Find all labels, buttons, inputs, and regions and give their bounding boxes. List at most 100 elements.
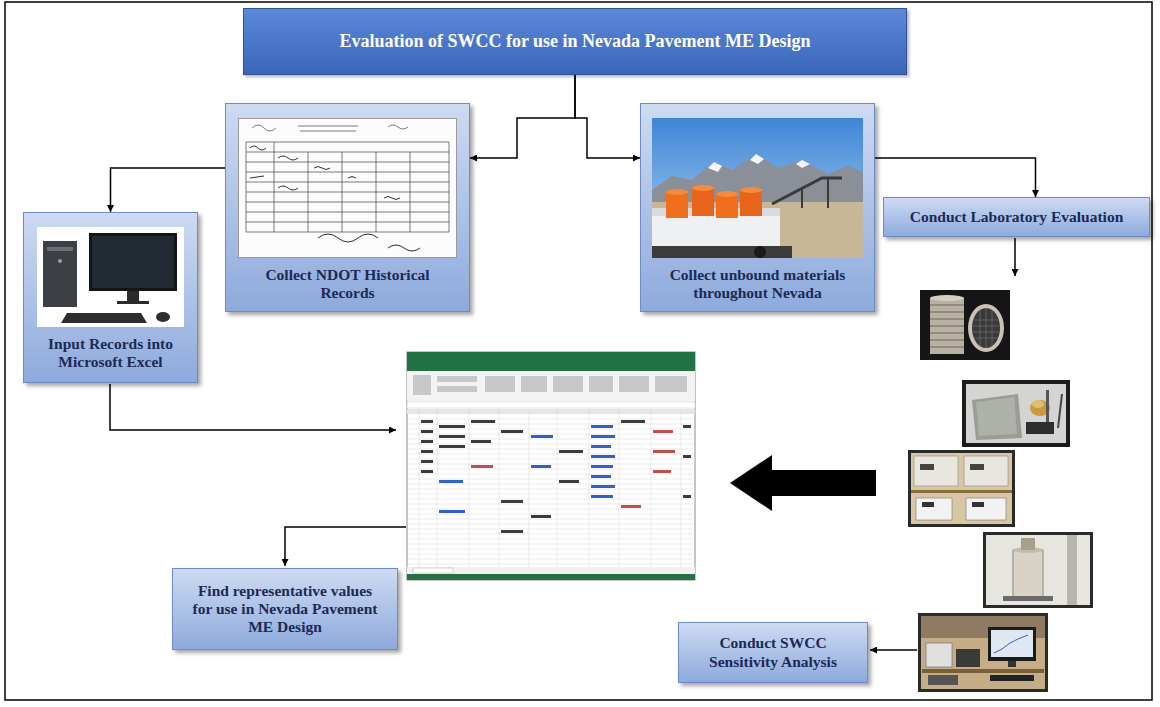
spreadsheet-picture-part-part xyxy=(407,534,695,535)
form-picture-part-part xyxy=(246,202,449,203)
computer-picture-part xyxy=(92,236,174,288)
spreadsheet-picture xyxy=(407,352,695,580)
truck-photo-part xyxy=(796,160,810,168)
specimen-photo xyxy=(983,532,1093,608)
form-picture-part-part xyxy=(384,197,400,200)
spreadsheet-picture-part-part xyxy=(407,479,695,480)
sieve-photo-part-part xyxy=(992,310,993,346)
spreadsheet-picture-part xyxy=(407,574,695,580)
truck-photo-part xyxy=(666,189,688,195)
spreadsheet-picture-part-part xyxy=(651,409,652,567)
spreadsheet-picture-part-part xyxy=(407,564,695,565)
liquid-limit-photo-part xyxy=(1032,400,1044,408)
spreadsheet-picture-part-part xyxy=(407,549,695,550)
computer-picture-part xyxy=(58,259,62,263)
spreadsheet-picture-part-part xyxy=(653,470,671,473)
truck-photo-part xyxy=(708,162,722,172)
spreadsheet-picture-part-part xyxy=(619,409,620,567)
swcc-apparatus-photo-part xyxy=(990,675,1034,681)
spreadsheet-picture-part-part xyxy=(407,489,695,490)
spreadsheet-picture-part xyxy=(407,352,695,363)
form-picture-part-part xyxy=(246,232,449,233)
spreadsheet-picture-part-part xyxy=(407,494,695,495)
process-box: Conduct Laboratory Evaluation xyxy=(883,197,1150,237)
computer-picture-part xyxy=(47,247,73,251)
spreadsheet-picture-part-part xyxy=(413,375,431,395)
swcc-apparatus-photo-part xyxy=(994,635,1028,653)
truck-photo-part xyxy=(652,118,863,258)
liquid-limit-photo-part xyxy=(976,397,1017,436)
liquid-limit-photo-part xyxy=(1058,394,1062,428)
spreadsheet-picture-part-part xyxy=(407,429,695,430)
spreadsheet-picture-part-part xyxy=(531,435,553,438)
outer-frame xyxy=(5,2,1152,700)
sieve-photo-part-part xyxy=(930,339,964,340)
form-picture-part-part xyxy=(278,186,298,190)
lab-equipment-photo-part xyxy=(911,490,1012,493)
spreadsheet-picture-part-part xyxy=(471,420,495,423)
specimen-photo-part xyxy=(983,532,1093,608)
truck-photo-part xyxy=(754,246,766,258)
sieve-photo-part-part xyxy=(986,308,987,348)
liquid-limit-photo-part xyxy=(962,380,1070,447)
process-panel: Collect NDOT Historical Records xyxy=(225,103,470,312)
spreadsheet-picture-part-part xyxy=(499,409,500,567)
form-picture-part-part xyxy=(246,142,449,143)
flow-arrow xyxy=(875,158,1036,197)
spreadsheet-picture-part-part xyxy=(591,465,613,468)
truck-photo-part xyxy=(740,187,762,193)
form-picture-part-part xyxy=(252,125,276,131)
spreadsheet-picture-part xyxy=(407,409,695,567)
big-arrow xyxy=(730,455,876,511)
specimen-photo-part xyxy=(1067,535,1077,605)
flow-arrow xyxy=(111,168,226,212)
liquid-limit-photo xyxy=(962,380,1070,447)
spreadsheet-picture-part-part xyxy=(407,424,695,425)
spreadsheet-picture-part-part xyxy=(653,430,673,433)
truck-photo-part xyxy=(750,154,764,164)
spreadsheet-picture-part-part xyxy=(439,480,463,483)
form-picture xyxy=(238,118,457,258)
spreadsheet-picture-part-part xyxy=(419,409,420,567)
spreadsheet-picture-part-part xyxy=(407,459,695,460)
spreadsheet-picture-part-part xyxy=(407,474,695,475)
spreadsheet-picture-part-part xyxy=(439,510,465,513)
spreadsheet-picture-part xyxy=(471,430,675,508)
truck-photo-part xyxy=(692,188,714,216)
form-picture-part-part xyxy=(246,182,449,183)
specimen-photo-part xyxy=(986,535,1090,605)
computer-picture-part xyxy=(156,312,170,322)
spreadsheet-picture-part-part xyxy=(407,469,695,470)
form-picture-part-part xyxy=(246,152,449,153)
spreadsheet-picture-part-part xyxy=(589,376,613,392)
form-picture-part-part xyxy=(388,125,408,129)
sieve-photo-part-part xyxy=(930,332,964,333)
swcc-apparatus-photo-part xyxy=(922,669,1044,673)
sieve-photo-part xyxy=(972,308,1000,348)
lab-equipment-photo-part xyxy=(911,453,1012,524)
sieve-photo-part xyxy=(973,308,999,348)
spreadsheet-picture-part-part xyxy=(655,376,687,392)
truck-photo-part xyxy=(716,191,738,197)
spreadsheet-picture-part xyxy=(407,409,695,414)
node-label: Collect unbound materials throughout Nev… xyxy=(658,266,858,303)
truck-photo xyxy=(652,118,863,258)
picture-arrow-part xyxy=(110,384,396,430)
sieve-photo-part xyxy=(930,298,964,354)
spreadsheet-picture-part-part xyxy=(683,495,691,498)
truck-photo-part xyxy=(692,185,714,191)
form-picture-part-part xyxy=(298,126,358,127)
spreadsheet-picture-part-part xyxy=(407,539,695,540)
truck-photo-part xyxy=(666,192,688,218)
spreadsheet-picture-part-part xyxy=(553,376,583,392)
form-picture-part-part xyxy=(246,222,449,223)
spreadsheet-picture-part-part xyxy=(437,376,477,382)
node-label: Collect NDOT Historical Records xyxy=(253,266,443,303)
spreadsheet-picture-part-part xyxy=(407,544,695,545)
sieve-photo-part-part xyxy=(930,311,964,312)
computer-picture-part xyxy=(61,313,147,323)
spreadsheet-picture-part xyxy=(413,568,453,573)
spreadsheet-picture-part-part xyxy=(683,455,691,458)
spreadsheet-picture-part-part xyxy=(407,559,695,560)
